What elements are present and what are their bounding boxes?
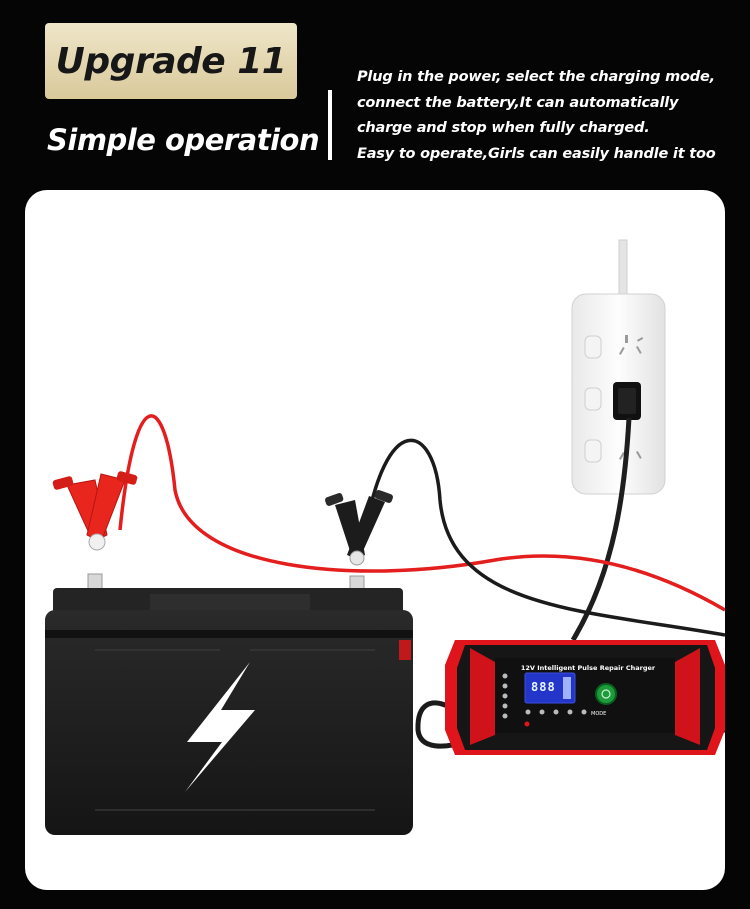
product-illustration-panel: 12V Intelligent Pulse Repair Charger 888… <box>25 190 725 890</box>
lcd-display <box>524 672 576 704</box>
red-cable <box>118 414 725 612</box>
lightning-bolt-icon <box>185 662 255 792</box>
description: Plug in the power, select the charging m… <box>357 65 716 167</box>
upgrade-badge: Upgrade 11 <box>45 23 297 99</box>
mode-button <box>595 683 617 705</box>
black-clamp-icon <box>325 490 393 605</box>
charger-device <box>445 640 725 755</box>
subtitle: Simple operation <box>47 123 320 157</box>
description-line: charge and stop when fully charged. <box>357 120 650 136</box>
battery-icon <box>45 588 413 835</box>
mode-button-label: MODE <box>591 711 607 717</box>
power-strip-icon <box>571 293 666 495</box>
vertical-divider <box>328 90 332 160</box>
black-cable <box>363 438 725 637</box>
lcd-digits: 888 <box>531 680 556 694</box>
description-line: connect the battery,It can automatically <box>357 94 679 111</box>
product-illustration <box>45 239 725 835</box>
upgrade-badge-text: Upgrade 11 <box>55 40 287 82</box>
charger-title: 12V Intelligent Pulse Repair Charger <box>520 664 656 672</box>
description-line: Plug in the power, select the charging m… <box>357 69 715 85</box>
description-line: Easy to operate,Girls can easily handle … <box>357 145 716 162</box>
power-strip-cable <box>618 239 628 301</box>
